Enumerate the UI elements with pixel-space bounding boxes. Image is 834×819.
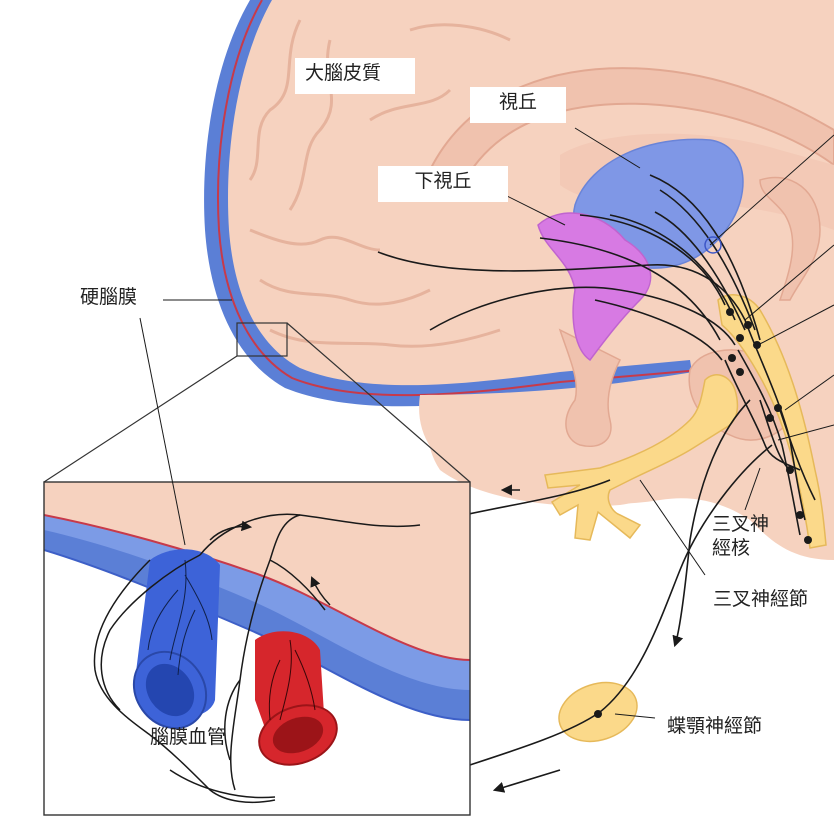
label-dura-mater: 硬腦膜	[80, 286, 138, 308]
trigeminal-ganglion-shape	[544, 374, 739, 541]
label-hypothalamus: 下視丘	[378, 166, 508, 202]
zoom-indicator	[43, 322, 471, 483]
meningeal-vein	[132, 549, 220, 730]
label-meningeal-vessels: 腦膜血管	[150, 726, 227, 748]
trigeminal-nucleus-shape	[717, 294, 827, 549]
label-trigeminal-nucleus: 三叉神 經核	[712, 513, 770, 559]
label-cerebral-cortex: 大腦皮質	[295, 58, 415, 94]
inset-nerves	[93, 513, 421, 804]
label-sphenopalatine-ganglion: 蝶顎神經節	[667, 715, 763, 737]
synapse-dots	[594, 308, 812, 718]
meningeal-artery	[255, 631, 338, 766]
label-thalamus: 視丘	[470, 87, 566, 123]
label-trigeminal-ganglion: 三叉神經節	[713, 588, 809, 610]
brain-tissue	[228, 0, 834, 507]
hypothalamus-shape	[537, 212, 652, 362]
